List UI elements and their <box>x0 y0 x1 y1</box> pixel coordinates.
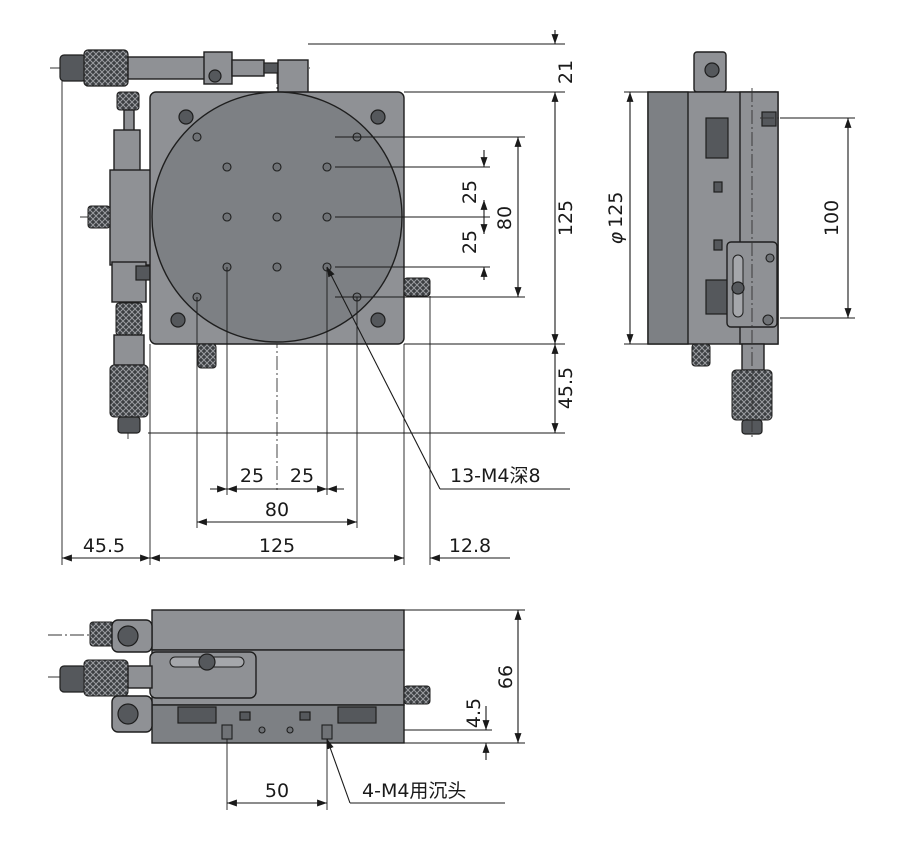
tapped-holes <box>192 132 362 302</box>
dim-bottom-offset: 45.5 <box>555 367 577 409</box>
screw-icon <box>370 312 386 328</box>
dim-right-offset: 12.8 <box>449 535 491 557</box>
dim-bottom-25-left: 25 <box>240 465 264 487</box>
dim-front-small: 4.5 <box>463 698 485 728</box>
screw-icon <box>370 109 386 125</box>
front-view: 66 4.5 50 4-M4用沉头 <box>48 609 525 810</box>
dim-front-height: 66 <box>495 665 517 689</box>
dim-bottom-25-right: 25 <box>290 465 314 487</box>
knurled-knob-icon <box>403 685 431 705</box>
micrometer-icon <box>83 659 129 697</box>
dim-center-80: 80 <box>494 206 516 230</box>
top-view: 21 125 45.5 80 25 25 45.5 125 12.8 80 25… <box>50 30 577 565</box>
dim-pitch-upper: 25 <box>459 180 481 204</box>
micrometer-top-icon <box>59 49 309 95</box>
screw-icon <box>170 312 186 328</box>
counterbore-label: 4-M4用沉头 <box>362 780 466 802</box>
dim-side-diameter: φ125 <box>605 192 627 245</box>
knurled-knob-icon <box>197 343 217 369</box>
dim-top-offset: 21 <box>555 60 577 84</box>
knurled-knob-icon <box>403 277 431 297</box>
dim-front-spacing: 50 <box>265 780 289 802</box>
dim-width-125: 125 <box>259 535 295 557</box>
dim-height-125: 125 <box>555 200 577 236</box>
dim-bottom-80: 80 <box>265 499 289 521</box>
knurled-knob-icon <box>691 343 711 367</box>
side-view: φ125 100 <box>605 51 855 440</box>
left-bracket <box>87 91 153 434</box>
screw-icon <box>178 109 194 125</box>
dim-left-offset: 45.5 <box>83 535 125 557</box>
tapped-holes-label: 13-M4深8 <box>450 465 541 487</box>
knurled-knob-icon <box>89 621 115 647</box>
dim-side-100: 100 <box>821 200 843 236</box>
dim-pitch-lower: 25 <box>459 230 481 254</box>
